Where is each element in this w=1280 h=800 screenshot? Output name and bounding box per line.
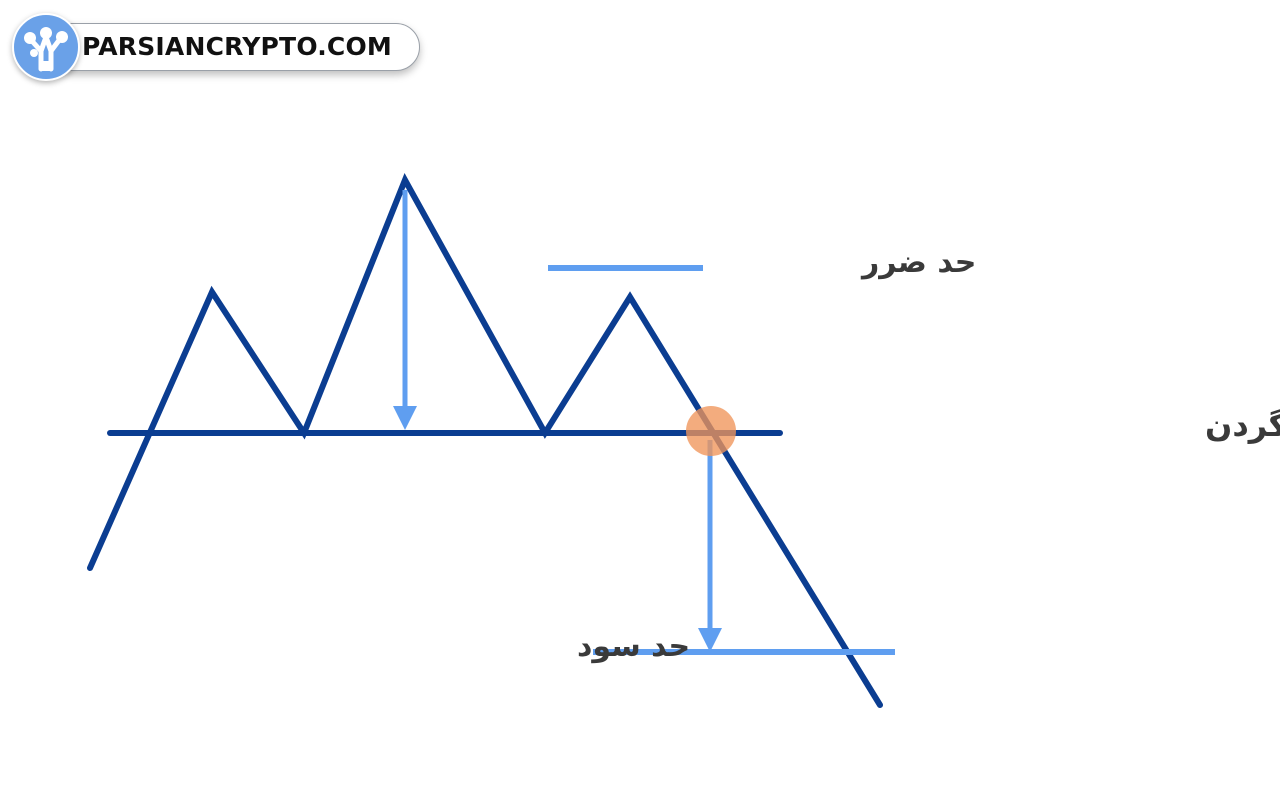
target-projection-arrowhead bbox=[698, 628, 722, 652]
neckline-break-point bbox=[686, 406, 736, 456]
neckline-break-label: نقطه شکست خط گردن bbox=[1205, 406, 1280, 444]
tree-network-icon bbox=[12, 13, 80, 81]
logo-badge[interactable]: PARSIANCRYPTO.COM bbox=[12, 13, 422, 81]
price-path bbox=[87, 173, 883, 708]
logo-text: PARSIANCRYPTO.COM bbox=[82, 32, 392, 61]
logo-pill bbox=[46, 23, 420, 71]
stop-loss-label: حد ضرر bbox=[860, 245, 976, 280]
take-profit-label: حد سود bbox=[577, 629, 690, 664]
head-height-arrowhead bbox=[393, 406, 417, 430]
